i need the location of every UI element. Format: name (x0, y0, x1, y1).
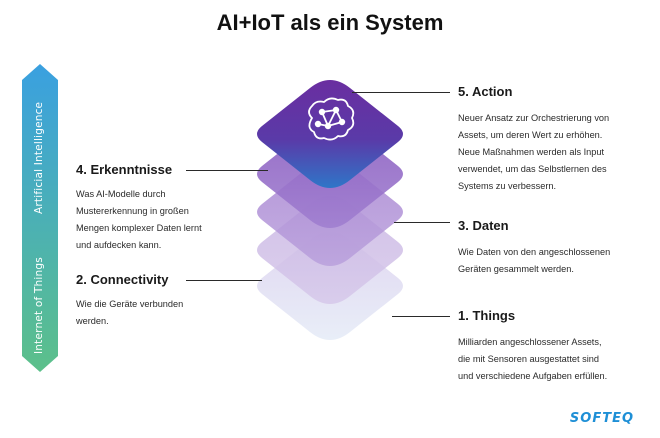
ai-arrow-label: Artificial Intelligence (33, 101, 45, 214)
iot-arrow-label: Internet of Things (33, 257, 45, 354)
layer-5-heading: 5. Action (458, 84, 513, 99)
page-title: AI+IoT als ein System (216, 10, 444, 35)
layer-3-description: Wie Daten von den angeschlossenen Geräte… (458, 247, 611, 274)
layer-2-description: Wie die Geräte verbunden werden. (76, 299, 184, 326)
layer-3-leader (394, 222, 450, 224)
layer-1-leader (392, 316, 450, 318)
layer-1-description: Milliarden angeschlossener Assets, die m… (458, 337, 608, 381)
layer-1-heading: 1. Things (458, 308, 516, 323)
layer-4-description: Was AI-Modelle durch Mustererkennung in … (76, 189, 202, 250)
layer-4-leader (186, 170, 268, 172)
layer-5-description: Neuer Ansatz zur Orchestrierung von Asse… (458, 113, 610, 191)
ai-iot-arrow (22, 64, 58, 372)
brain-network-icon (308, 97, 355, 141)
layer-3-heading: 3. Daten (458, 218, 509, 233)
layer-2-leader (186, 280, 262, 282)
layer-2-heading: 2. Connectivity (76, 272, 169, 287)
layer-5-leader (352, 92, 450, 94)
layer-4-heading: 4. Erkenntnisse (76, 162, 173, 177)
layer-5-action (257, 80, 403, 188)
softeq-logo: SOFTEQ (569, 411, 634, 426)
